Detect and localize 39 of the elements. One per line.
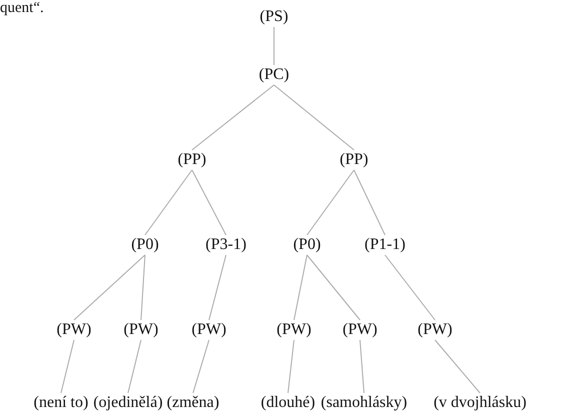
tree-node-label: (PW) [276,320,312,340]
tree-node-label: (P3-1) [204,235,248,255]
tree-node-label: (ojedinělá) [92,393,164,413]
connector-line [294,254,308,320]
tree-node-label: (samohlásky) [320,393,408,413]
tree-node-label: (PW) [342,320,378,340]
connector-line [74,254,146,320]
tree-node-label: (PW) [190,320,228,340]
tree-node-label: (PW) [56,320,92,340]
tree-node-label: (dlouhé) [260,393,316,413]
connector-line [306,254,360,320]
tree-node-label: (PW) [416,320,454,340]
connector-line [192,170,226,236]
tree-node-label: (PC) [258,65,290,85]
connector-line [434,340,480,394]
connector-line [274,84,354,150]
tree-node-label: (v dvojhlásku) [432,393,528,413]
connector-line [128,340,142,394]
connector-line [60,340,74,394]
connector-line [144,170,192,236]
connector-line [306,170,354,236]
connector-line [192,340,210,394]
tree-node-label: (není to) [32,393,90,413]
tree-node-label: (P0) [130,235,160,255]
tree-node-label: (PP) [338,150,370,170]
tree-node-label: (změna) [166,393,220,413]
connector-line [354,170,386,236]
tree-node-label: (PW) [122,320,160,340]
connector-line [192,84,274,150]
tree-node-label: (PP) [176,150,208,170]
connector-line [360,340,364,394]
tree-node-label: (P1-1) [364,235,406,255]
tree-node-label: (PS) [258,7,290,27]
connector-line [140,254,146,320]
connector-line [384,254,436,320]
connector-line [288,340,294,394]
tree-node-label: (P0) [292,235,322,255]
text-fragment: quent“. [0,0,44,16]
connector-line [208,254,226,320]
